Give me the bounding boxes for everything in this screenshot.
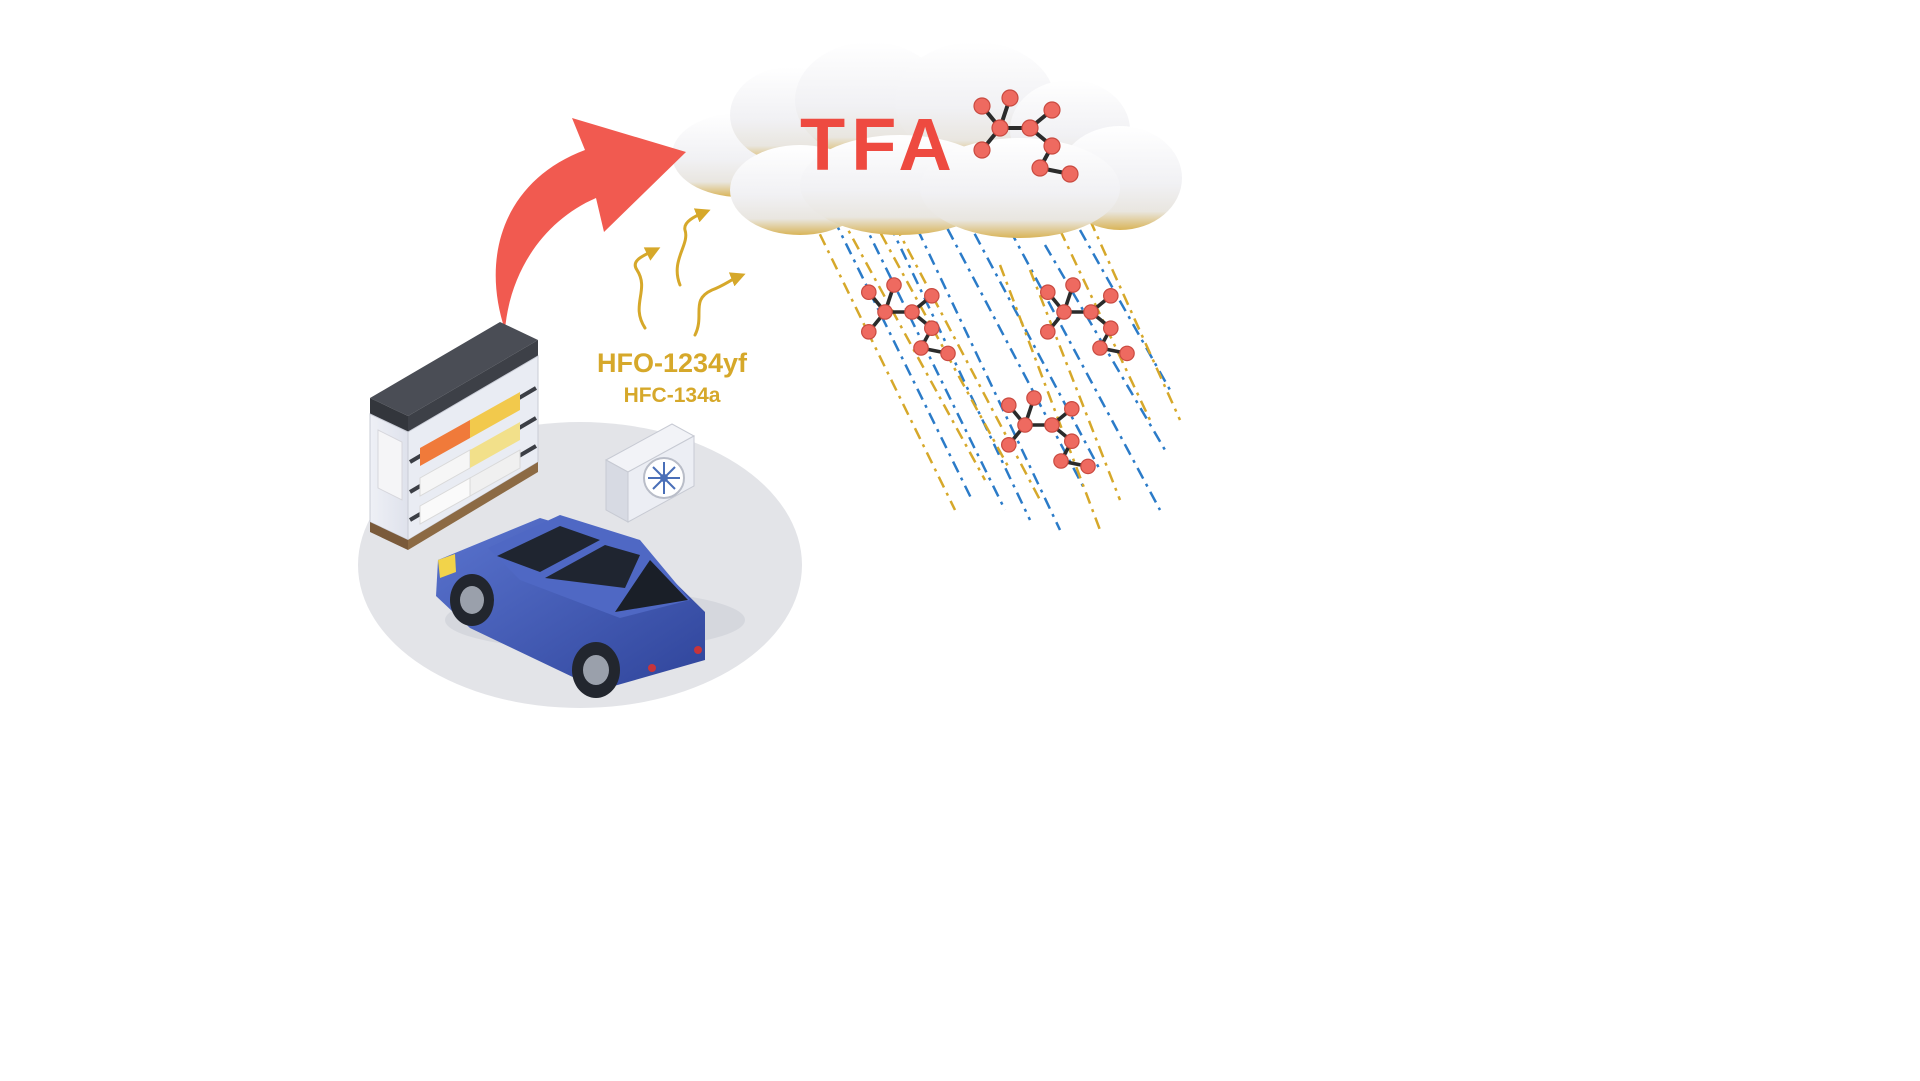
gas-wisp-2 <box>675 208 711 287</box>
rain-streak <box>1088 219 1182 421</box>
tfa-molecule-icon <box>973 89 1079 183</box>
rain-streak <box>1058 229 1152 421</box>
refrigerant-primary-label: HFO-1234yf <box>597 348 748 378</box>
air-conditioner-icon <box>604 423 696 523</box>
rain-streak <box>904 204 1062 531</box>
rain-streak <box>866 209 1012 471</box>
rain-streak <box>876 199 1032 521</box>
rain-streak <box>838 214 987 481</box>
rain-streak <box>820 194 974 501</box>
tfa-molecule-icon <box>1040 277 1135 362</box>
tfa-molecule-icon <box>1000 390 1096 475</box>
curved-arrow-icon <box>495 118 686 330</box>
rain-streak <box>893 224 1042 501</box>
car-wheel-front <box>450 574 494 626</box>
rain-streak <box>1078 229 1172 391</box>
refrigerant-secondary-label: HFC-134a <box>624 384 721 407</box>
molecule-group <box>860 89 1135 475</box>
display-fridge-icon <box>369 322 539 550</box>
cloud-icon <box>672 42 1182 238</box>
car-wheel-rear <box>572 642 620 698</box>
rain-streak <box>998 264 1102 531</box>
rain-streaks <box>806 194 1182 531</box>
rain-streak <box>806 209 957 511</box>
tfa-molecule-icon <box>860 277 956 362</box>
rising-gas-icon <box>633 208 746 337</box>
rain-streak <box>960 209 1102 471</box>
tfa-label: TFA <box>800 103 958 186</box>
gas-wisp-1 <box>633 247 661 330</box>
rain-streak <box>848 194 1007 511</box>
gas-wisp-3 <box>693 272 746 337</box>
car-icon <box>436 515 745 698</box>
